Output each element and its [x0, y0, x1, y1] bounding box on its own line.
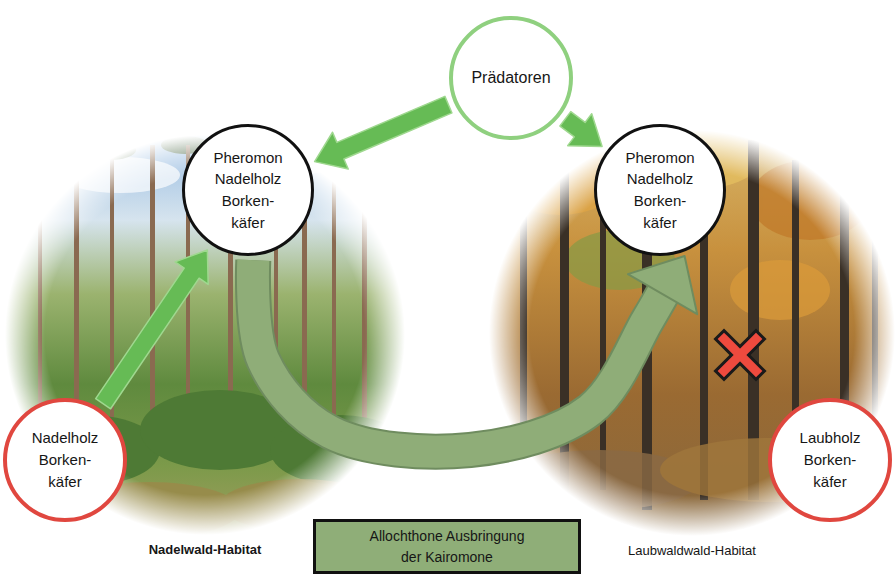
transfer-arrow-outline: [253, 260, 663, 451]
transfer-arrow: [253, 256, 697, 452]
habitat-label: Nadelwald-Habitat: [149, 541, 262, 560]
deciduous-forest-photo: [485, 125, 895, 540]
pheromone-circle: Pheromon Nadelholz Borken- käfer: [594, 124, 727, 257]
block-arrow: [560, 112, 602, 147]
beetle-circle: Laubholz Borken- käfer: [768, 398, 892, 522]
pheromone-circle: Pheromon Nadelholz Borken- käfer: [182, 124, 315, 257]
block-arrow-shape: [560, 112, 602, 147]
node-label: Pheromon Nadelholz Borken- käfer: [209, 147, 287, 234]
node-label: Nadelholz Borken- käfer: [26, 427, 104, 492]
cross-symbol: [724, 339, 756, 371]
block-arrow-shape: [96, 250, 209, 409]
block-arrow-shape: [315, 96, 452, 169]
transfer-arrow-body: [253, 260, 663, 451]
node-label: Pheromon Nadelholz Borken- käfer: [621, 147, 699, 234]
block-arrow: [96, 250, 209, 409]
node-label: Laubholz Borken- käfer: [791, 427, 869, 492]
beetle-circle: Nadelholz Borken- käfer: [3, 398, 127, 522]
block-arrow: [315, 96, 452, 169]
process-box: Allochthone Ausbringung der Kairomone: [313, 519, 581, 574]
node-label: Allochthone Ausbringung der Kairomone: [365, 526, 530, 567]
node-label: Prädatoren: [471, 66, 550, 89]
transfer-arrow-head: [628, 256, 697, 314]
habitat-label: Laubwaldwald-Habitat: [628, 542, 756, 561]
predator-circle: Prädatoren: [449, 16, 573, 140]
